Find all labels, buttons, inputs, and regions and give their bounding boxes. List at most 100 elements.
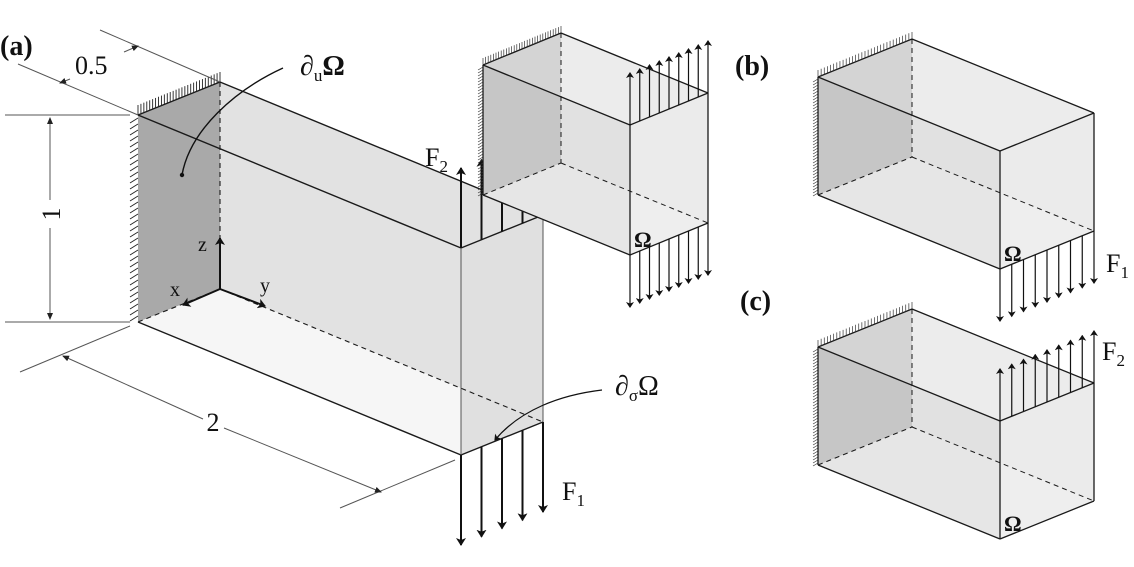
hatch-line — [812, 123, 819, 128]
hatch-line — [812, 84, 819, 89]
x-axis-label: x — [170, 279, 180, 301]
hatch-line — [129, 303, 139, 310]
hatch-line — [812, 153, 819, 158]
hatch-line — [477, 84, 484, 89]
hatch-line — [812, 141, 819, 146]
hatch-line — [477, 126, 484, 131]
edge — [137, 114, 462, 249]
hatch-line — [477, 111, 484, 116]
omega-subdomain-c: Ω — [812, 302, 1098, 540]
hatch-line — [812, 420, 819, 425]
fixed-face — [138, 82, 220, 322]
edge — [137, 321, 462, 456]
hatch-line — [812, 90, 819, 95]
width-dimension-label: 0.5 — [75, 51, 108, 80]
hatch-line — [129, 267, 139, 274]
end-face — [1000, 113, 1094, 269]
hatch-line — [812, 450, 819, 455]
hatch-line — [129, 219, 139, 226]
hatch-line — [477, 135, 484, 140]
hatch-line — [812, 108, 819, 113]
hatch-line — [812, 423, 819, 428]
hatch-line — [477, 90, 484, 95]
omega-symbol: Ω — [322, 51, 344, 82]
hatch-line — [812, 453, 819, 458]
hatch-line — [812, 87, 819, 92]
hatch-line — [129, 285, 139, 292]
hatch-line — [477, 105, 484, 110]
dirichlet-subscript: u — [314, 66, 323, 85]
force-f1-arrows — [456, 422, 548, 546]
neumann-subscript: σ — [629, 386, 638, 405]
hatch-line — [812, 447, 819, 452]
hatch-line — [129, 135, 139, 142]
hatch-line — [129, 225, 139, 232]
edge — [817, 76, 1001, 152]
hatch-line — [129, 153, 139, 160]
bottom-face — [138, 289, 543, 455]
omega-symbol: Ω — [638, 371, 659, 402]
fixed-support-hatch — [129, 72, 221, 322]
hidden-edge — [817, 426, 913, 466]
hatch-line — [812, 408, 819, 413]
hatch-line — [129, 243, 139, 250]
hatch-line — [812, 174, 819, 179]
length-dimension-label: 2 — [207, 408, 220, 437]
hatch-line — [812, 156, 819, 161]
hatch-line — [129, 207, 139, 214]
hatch-line — [129, 117, 139, 124]
hatch-line — [812, 111, 819, 116]
hatch-line — [812, 426, 819, 431]
hatch-line — [812, 129, 819, 134]
panel-b: (b) Ω F1 — [735, 32, 1129, 322]
hatch-line — [812, 105, 819, 110]
hatch-line — [129, 213, 139, 220]
hidden-edge — [219, 288, 544, 423]
hatch-line — [477, 183, 484, 188]
hatch-line — [812, 462, 819, 467]
omega-subdomain-a: Ω — [477, 26, 712, 308]
end-face — [1000, 383, 1094, 539]
hatch-line — [129, 171, 139, 178]
hatch-line — [812, 132, 819, 137]
hatch-line — [477, 186, 484, 191]
partial-symbol: ∂ — [300, 51, 314, 82]
hatch-line — [477, 102, 484, 107]
height-dimension-label: 1 — [37, 208, 66, 221]
hatch-line — [812, 114, 819, 119]
hatch-line — [812, 360, 819, 365]
hatch-line — [812, 411, 819, 416]
hatch-line — [477, 96, 484, 101]
hatch-line — [477, 87, 484, 92]
hidden-edge — [817, 156, 913, 196]
hatch-line — [812, 366, 819, 371]
hatch-line — [812, 417, 819, 422]
hatch-line — [812, 402, 819, 407]
hatch-line — [812, 441, 819, 446]
edge — [482, 194, 631, 256]
hatch-line — [812, 369, 819, 374]
hatch-line — [129, 177, 139, 184]
hatch-line — [477, 78, 484, 83]
hatch-line — [812, 375, 819, 380]
hatch-line — [812, 120, 819, 125]
hatch-line — [812, 384, 819, 389]
hatch-line — [129, 231, 139, 238]
panel-label-a: (a) — [0, 31, 33, 62]
hidden-edge — [911, 156, 1095, 232]
hatch-line — [812, 354, 819, 359]
hatch-line — [129, 123, 139, 130]
edge — [911, 38, 1095, 114]
hatch-line — [129, 255, 139, 262]
hatch-line — [812, 351, 819, 356]
hatch-line — [812, 117, 819, 122]
hatch-line — [129, 147, 139, 154]
hatch-line — [477, 138, 484, 143]
hatch-line — [129, 261, 139, 268]
hatch-line — [477, 144, 484, 149]
hatch-line — [129, 201, 139, 208]
dirichlet-boundary-annotation: ∂uΩ — [179, 51, 345, 178]
hatch-line — [812, 414, 819, 419]
hatch-line — [477, 156, 484, 161]
hatch-line — [477, 75, 484, 80]
